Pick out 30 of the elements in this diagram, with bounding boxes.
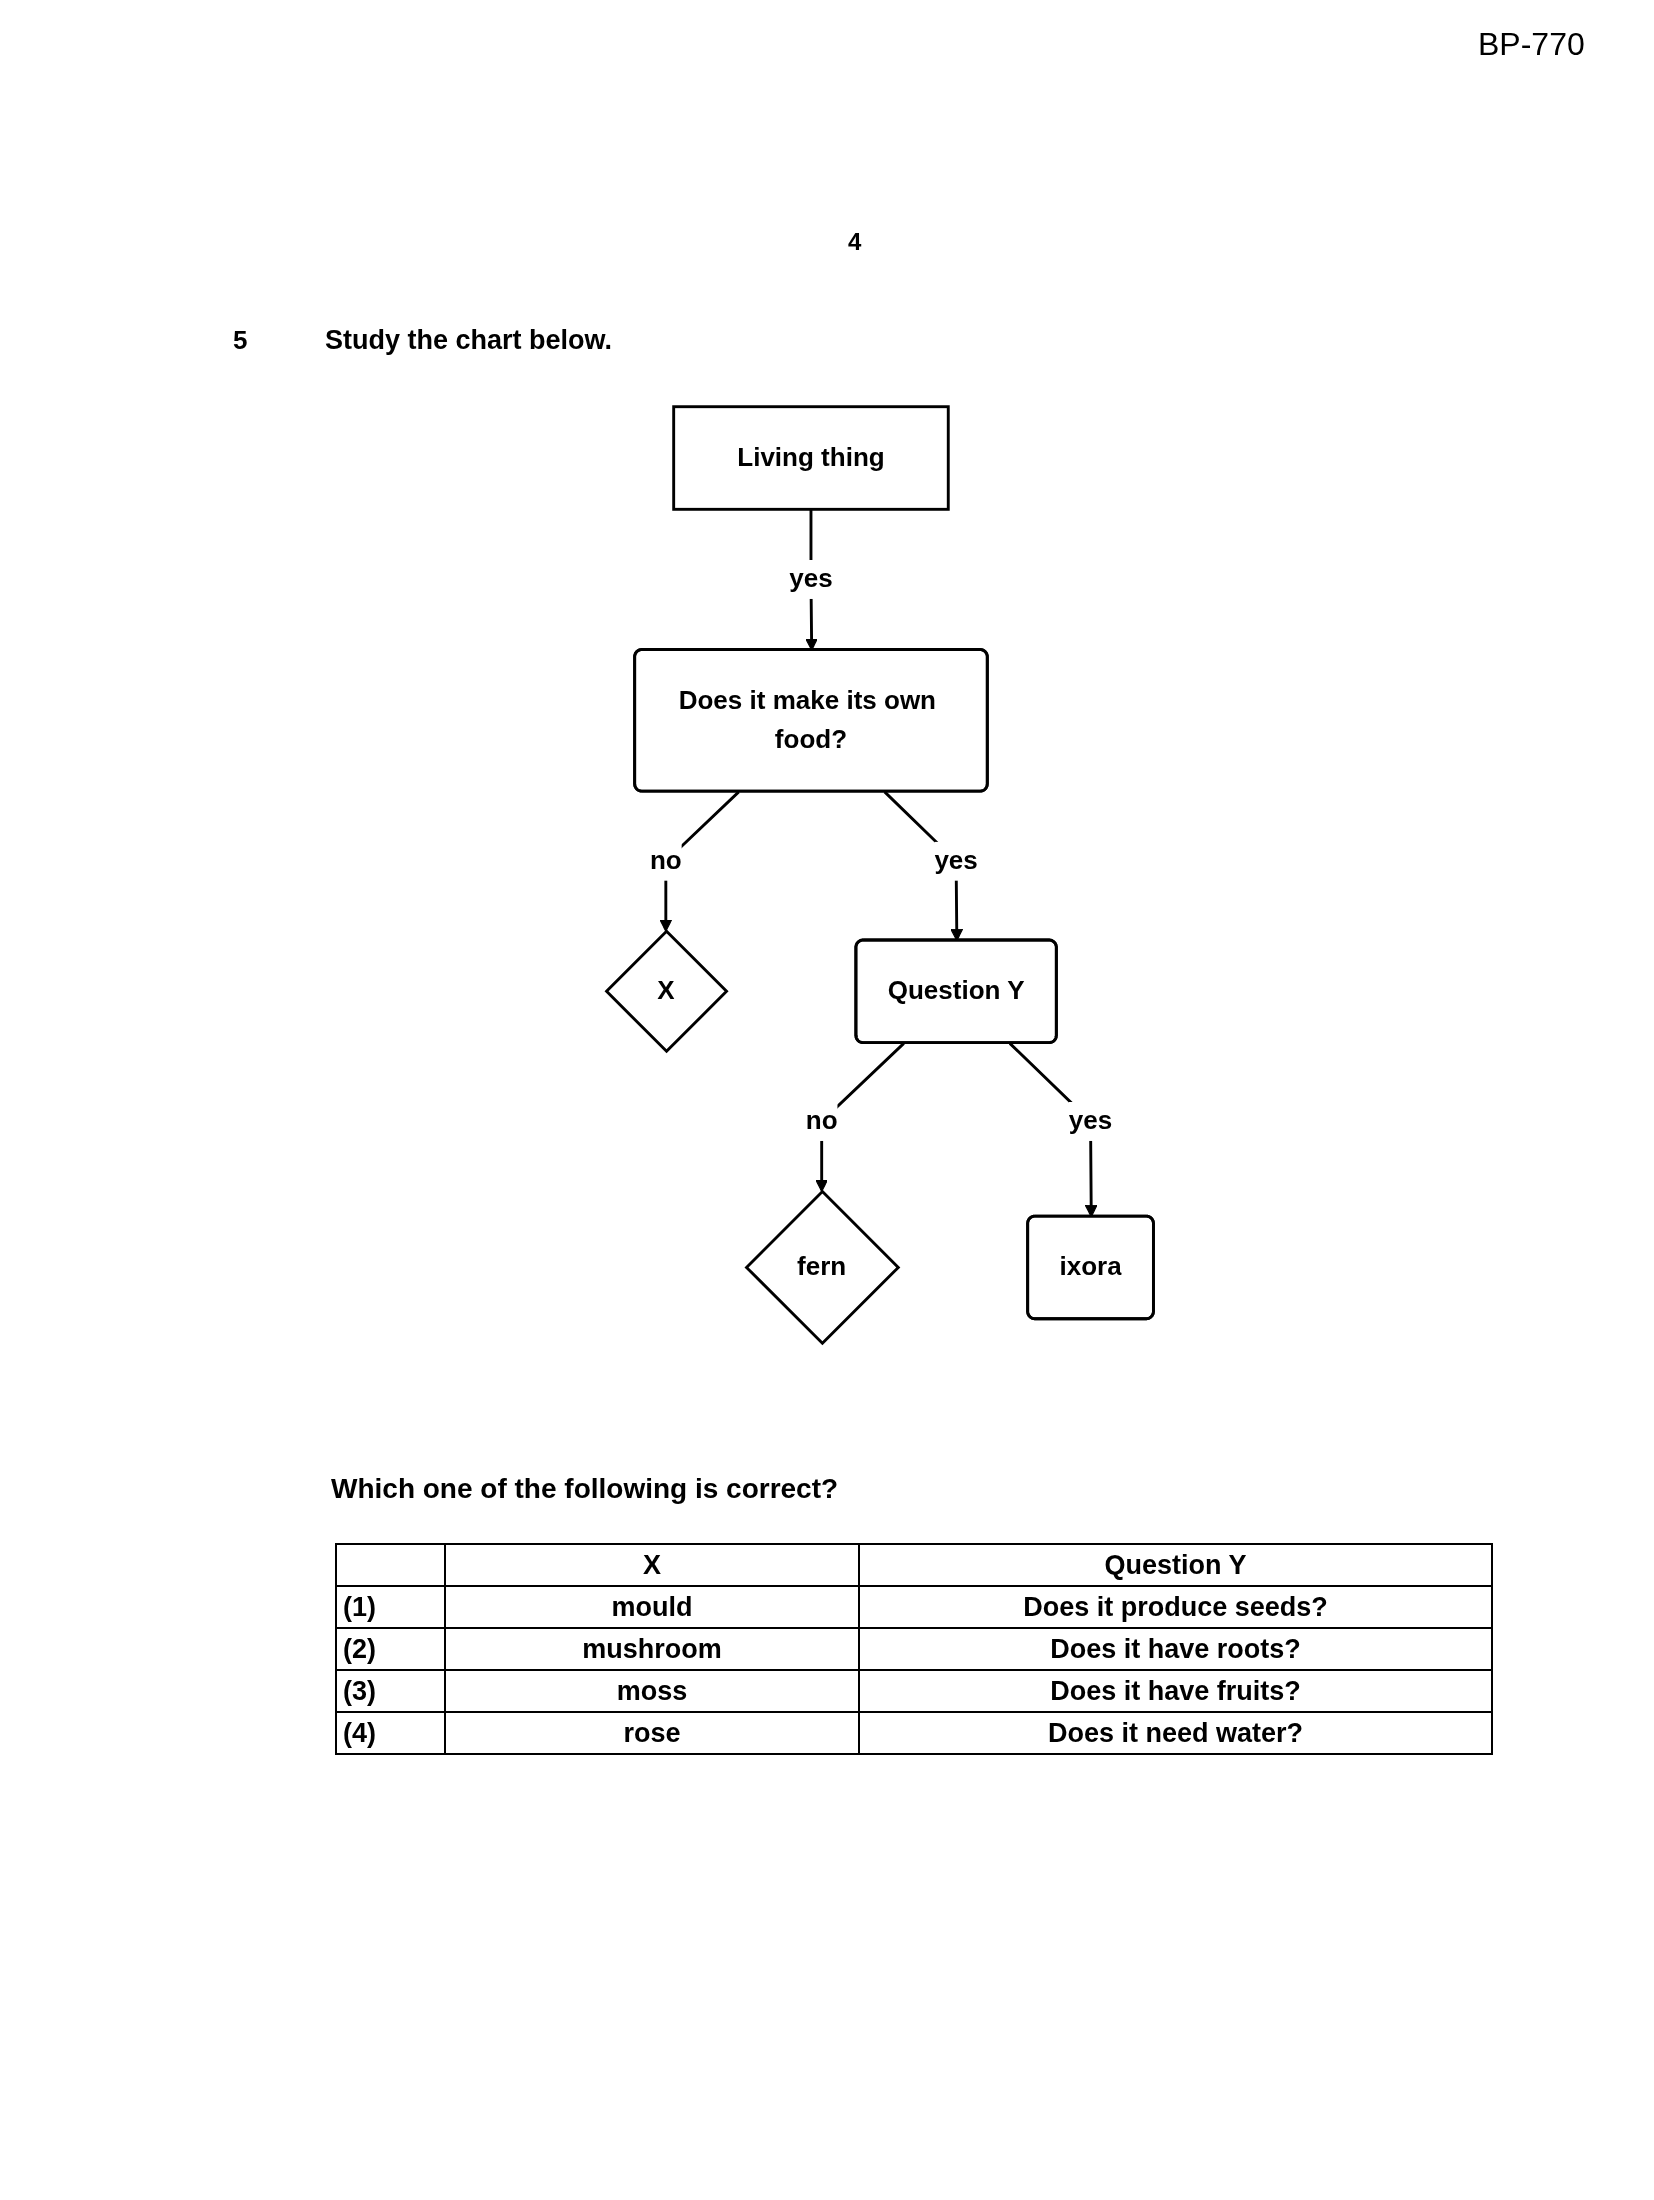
process-box: Question Y (854, 938, 1058, 1045)
question-text: Does it have roots? (859, 1628, 1492, 1670)
edge-label: yes (934, 841, 978, 881)
option-number: (2) (336, 1628, 445, 1670)
option-number: (3) (336, 1670, 445, 1712)
organism-name: mould (445, 1586, 859, 1628)
column-header: X (445, 1544, 859, 1586)
instruction-text: Study the chart below. (325, 325, 613, 356)
edge-label: no (649, 841, 682, 881)
process-box: ixora (1026, 1214, 1155, 1321)
start-box: Living thing (672, 405, 950, 511)
organism-name: moss (445, 1670, 859, 1712)
column-header: Question Y (859, 1544, 1492, 1586)
edge-label: no (805, 1101, 838, 1141)
edge-label: yes (789, 559, 833, 599)
page-number: 4 (848, 228, 862, 256)
organism-name: rose (445, 1712, 859, 1754)
document-code: BP-770 (1478, 26, 1585, 63)
option-number: (1) (336, 1586, 445, 1628)
decision-diamond: X (604, 929, 729, 1054)
organism-name: mushroom (445, 1628, 859, 1670)
option-number: (4) (336, 1712, 445, 1754)
question-number: 5 (233, 325, 248, 356)
question-text: Does it need water? (859, 1712, 1492, 1754)
question-text: Which one of the following is correct? (331, 1473, 839, 1505)
question-text: Does it produce seeds? (859, 1586, 1492, 1628)
edge-label: yes (1068, 1101, 1113, 1141)
process-box: Does it make its own food? (633, 648, 989, 793)
decision-diamond: fern (744, 1189, 901, 1346)
question-text: Does it have fruits? (859, 1670, 1492, 1712)
